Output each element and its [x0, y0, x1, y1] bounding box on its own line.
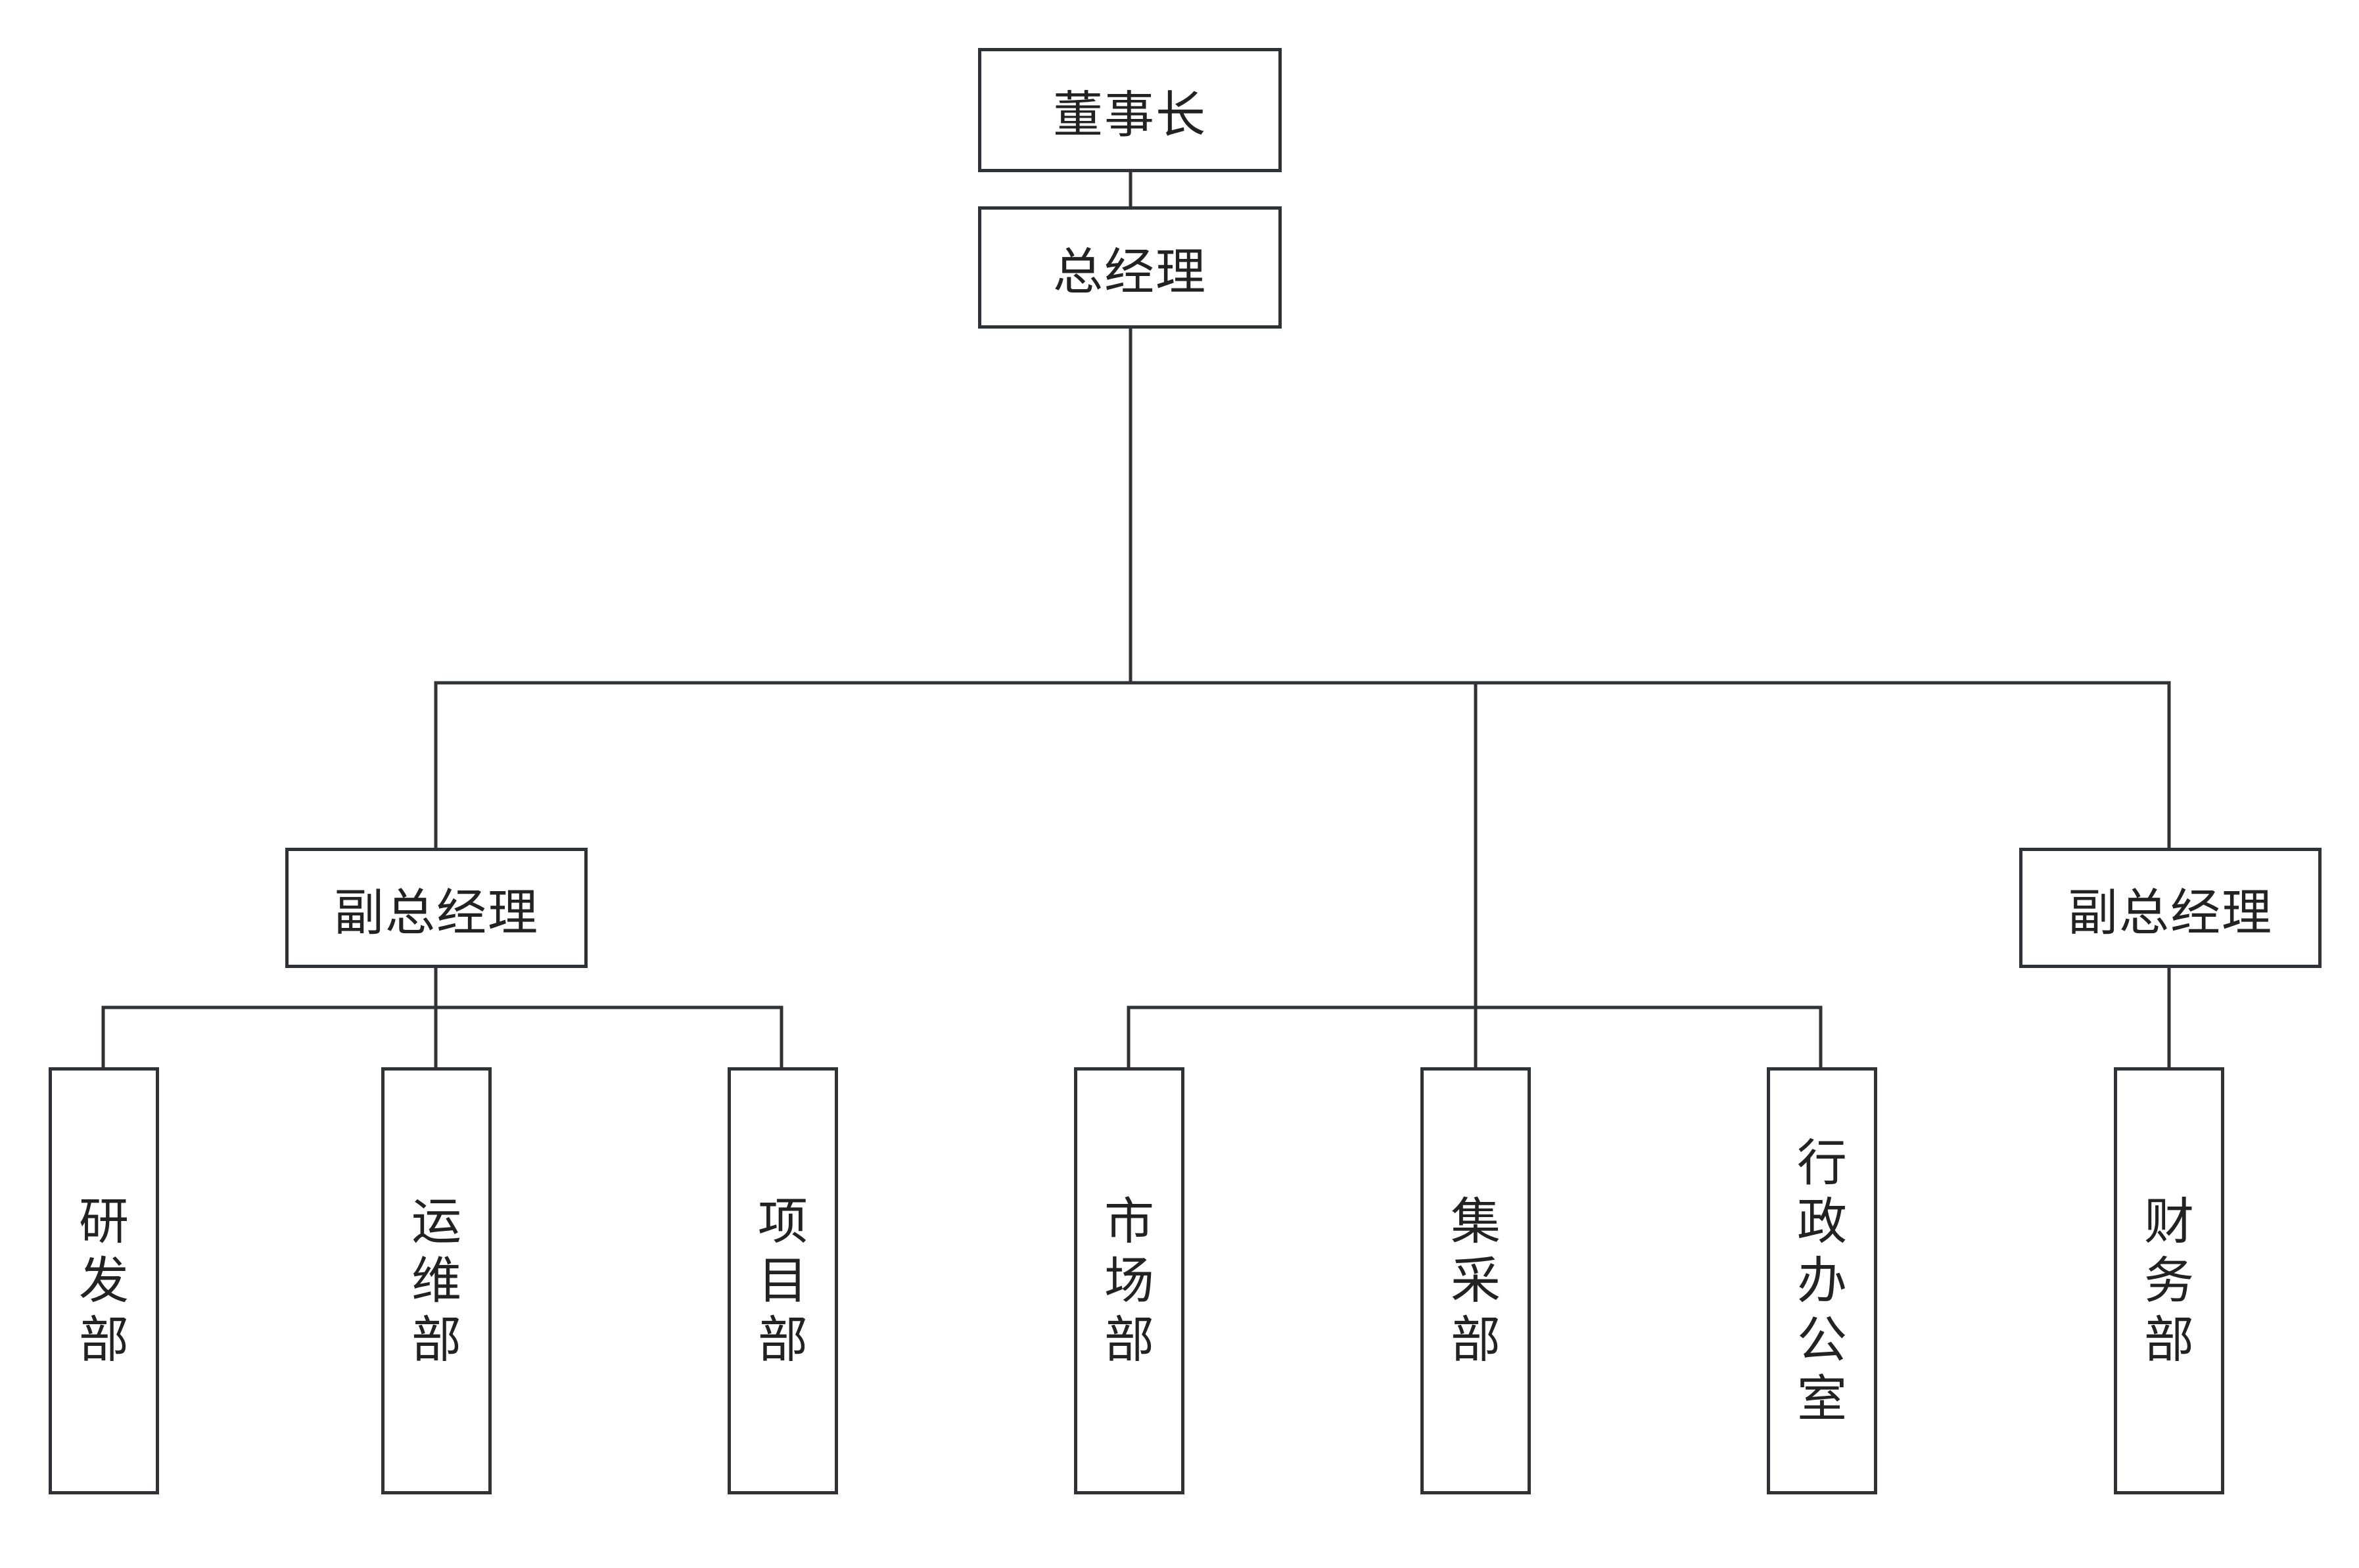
general-manager-label: 总经理: [1053, 242, 1207, 301]
dept-market-box: 市场部: [1074, 1067, 1184, 1494]
vice-general-manager-left-box: 副总经理: [285, 848, 588, 968]
dept-market-label: 市场部: [1104, 1192, 1154, 1369]
dept-admin-box: 行政办公室: [1767, 1067, 1877, 1494]
dept-project-box: 项目部: [728, 1067, 838, 1494]
vice-general-manager-left-label: 副总经理: [334, 883, 539, 942]
vice-general-manager-right-box: 副总经理: [2019, 848, 2322, 968]
dept-finance-label: 财务部: [2144, 1192, 2194, 1369]
dept-procurement-label: 集采部: [1451, 1192, 1501, 1369]
dept-rd-box: 研发部: [49, 1067, 159, 1494]
dept-rd-label: 研发部: [79, 1192, 129, 1369]
dept-project-label: 项目部: [758, 1192, 808, 1369]
dept-admin-label: 行政办公室: [1797, 1133, 1847, 1428]
vice-general-manager-right-label: 副总经理: [2068, 883, 2273, 942]
chairman-box: 董事长: [978, 48, 1282, 172]
dept-procurement-box: 集采部: [1420, 1067, 1531, 1494]
dept-finance-box: 财务部: [2114, 1067, 2224, 1494]
dept-ops-label: 运维部: [411, 1192, 461, 1369]
chairman-label: 董事长: [1053, 85, 1207, 144]
dept-ops-box: 运维部: [381, 1067, 492, 1494]
general-manager-box: 总经理: [978, 206, 1282, 329]
